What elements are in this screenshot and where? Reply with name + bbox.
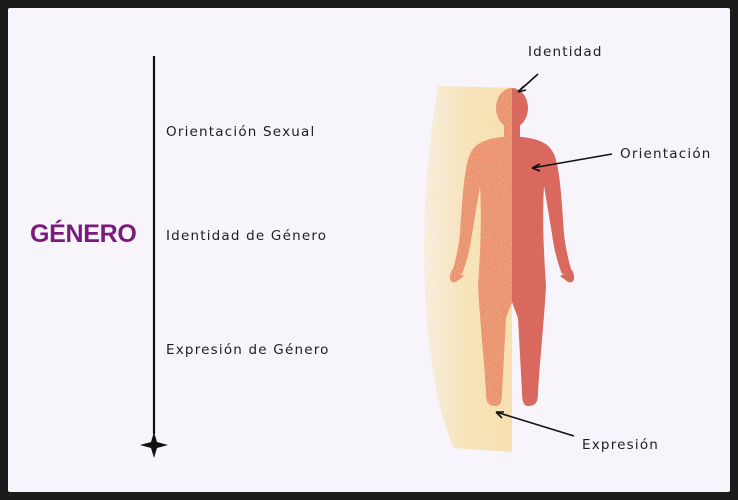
gender-title: GÉNERO bbox=[30, 220, 137, 248]
orientation-arrowhead bbox=[531, 163, 541, 172]
axis-item-gender-identity: Identidad de Género bbox=[166, 228, 328, 244]
axis-item-sexual-orientation: Orientación Sexual bbox=[166, 124, 316, 140]
label-expression: Expresión bbox=[582, 437, 660, 453]
diagram-panel: GÉNERO Orientación Sexual Identidad de G… bbox=[8, 8, 730, 492]
orientation-arrow bbox=[531, 153, 613, 169]
human-figure-illustration bbox=[423, 73, 613, 452]
identity-arrowhead bbox=[517, 85, 527, 93]
expression-arrow bbox=[495, 411, 575, 437]
label-arrows bbox=[495, 73, 613, 437]
label-identity: Identidad bbox=[528, 44, 603, 60]
timeline-star-icon bbox=[140, 432, 168, 458]
axis-item-gender-expression: Expresión de Género bbox=[166, 342, 330, 358]
timeline-axis bbox=[140, 56, 168, 458]
label-orientation: Orientación bbox=[620, 146, 712, 162]
expression-arrowhead bbox=[495, 411, 504, 419]
